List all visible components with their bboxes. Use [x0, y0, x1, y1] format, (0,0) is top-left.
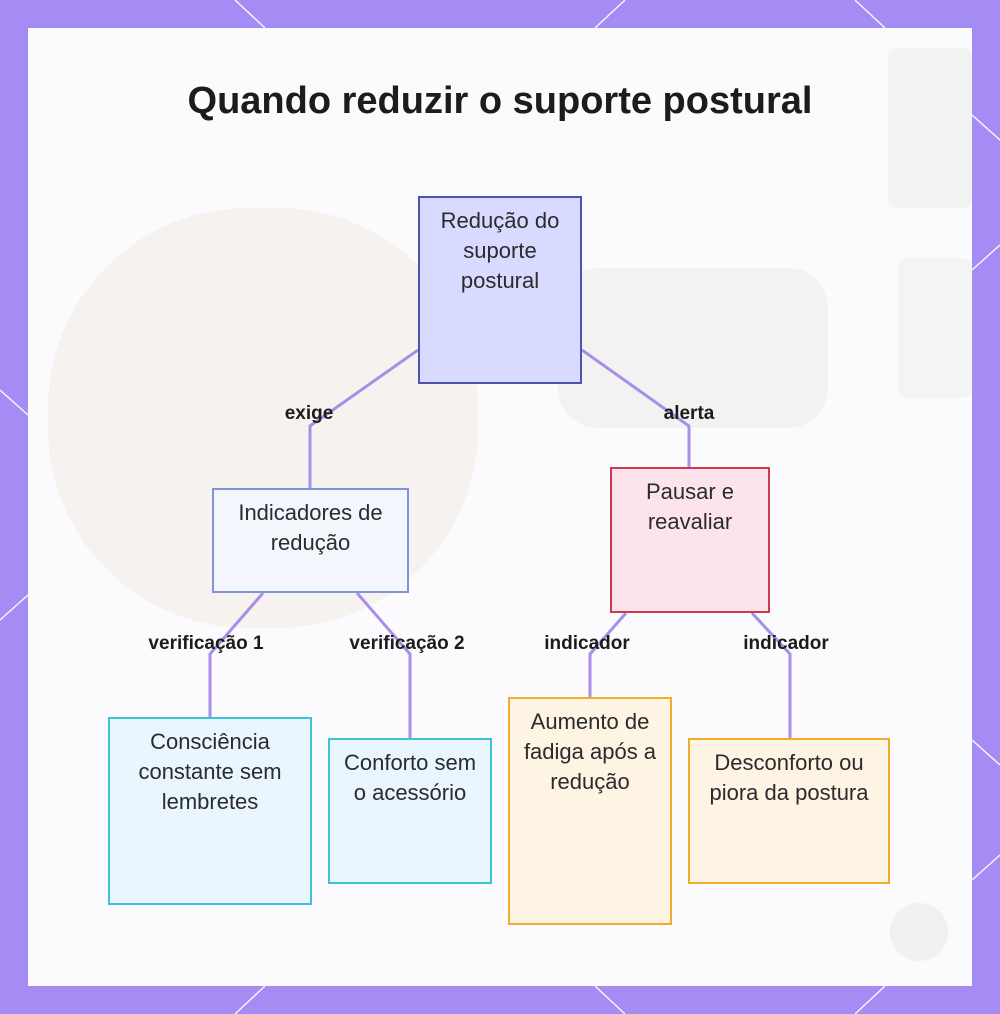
edge-label-indicador-2: indicador — [743, 633, 829, 654]
node-pause-label: Pausar e reavaliar — [645, 479, 735, 534]
node-comfort-label: Conforto sem o acessório — [343, 750, 477, 805]
node-discomfort-label: Desconforto ou piora da postura — [709, 750, 869, 805]
edge-label-verificacao-2: verificação 2 — [349, 633, 465, 654]
connector-indicators-awareness — [208, 592, 265, 717]
connector-pause-fatigue — [588, 612, 628, 697]
connector-root-indicators — [308, 348, 419, 488]
background-blur — [888, 48, 972, 208]
edge-label-exige: exige — [284, 403, 334, 424]
node-awareness[interactable]: Consciência constante sem lembretes — [108, 717, 312, 905]
node-indicators-label: Indicadores de redução — [238, 500, 383, 555]
background-blur — [898, 258, 972, 398]
node-root-label: Redução do suporte postural — [440, 208, 560, 293]
background-blur — [558, 268, 828, 428]
connector-pause-discomfort — [750, 611, 792, 738]
node-pause[interactable]: Pausar e reavaliar — [610, 467, 770, 613]
node-comfort[interactable]: Conforto sem o acessório — [328, 738, 492, 884]
node-indicators[interactable]: Indicadores de redução — [212, 488, 409, 593]
edge-label-indicador-1: indicador — [544, 633, 630, 654]
watermark-logo — [890, 903, 948, 961]
connector-indicators-comfort — [355, 592, 412, 738]
node-awareness-label: Consciência constante sem lembretes — [138, 729, 282, 814]
connector-root-pause — [581, 348, 691, 467]
node-root[interactable]: Redução do suporte postural — [418, 196, 582, 384]
node-discomfort[interactable]: Desconforto ou piora da postura — [688, 738, 890, 884]
edge-label-verificacao-1: verificação 1 — [148, 633, 264, 654]
node-fatigue-label: Aumento de fadiga após a redução — [523, 709, 657, 794]
edge-label-alerta: alerta — [663, 403, 715, 424]
page-title: Quando reduzir o suporte postural — [187, 80, 813, 122]
node-fatigue[interactable]: Aumento de fadiga após a redução — [508, 697, 672, 925]
